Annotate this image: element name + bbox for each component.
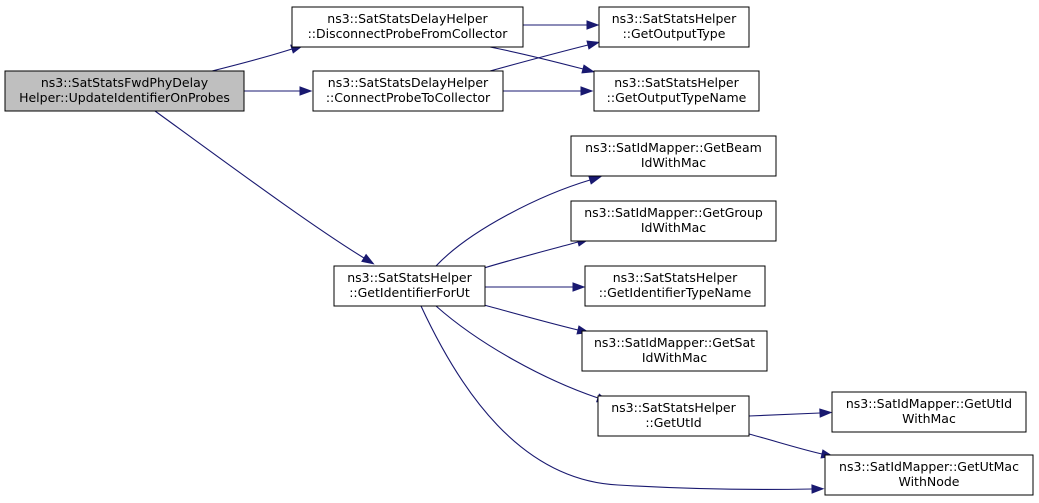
- node-label-line: ::GetUtId: [645, 415, 701, 430]
- node-label-line: ns3::SatStatsHelper: [347, 270, 472, 285]
- node-label-line: Helper::UpdateIdentifierOnProbes: [19, 90, 230, 105]
- edge-getIdentifierForUt-to-getIdentifierTypeName: [485, 282, 586, 292]
- edge-getIdentifierForUt-to-getGroupIdWithMac: [483, 237, 591, 269]
- node-getOutputType[interactable]: ns3::SatStatsHelper::GetOutputType: [598, 6, 750, 48]
- edge-line: [211, 48, 293, 72]
- node-label-line: ns3::SatStatsDelayHelper: [327, 11, 488, 26]
- edge-line: [748, 433, 823, 455]
- edge-connect-to-getOutputType: [489, 40, 601, 72]
- node-label-line: ns3::SatStatsHelper: [612, 11, 737, 26]
- node-box: [597, 395, 750, 437]
- edge-line: [489, 46, 584, 70]
- node-getUtId[interactable]: ns3::SatStatsHelper::GetUtId: [597, 395, 750, 437]
- node-box: [291, 6, 524, 48]
- node-getIdentifierTypeName[interactable]: ns3::SatStatsHelper::GetIdentifierTypeNa…: [584, 265, 766, 307]
- node-box: [598, 6, 750, 48]
- arrowhead-icon: [580, 86, 594, 96]
- node-label-line: ::GetIdentifierTypeName: [599, 285, 752, 300]
- edge-update-to-disconnect: [211, 44, 304, 72]
- node-label-line: IdWithMac: [641, 155, 706, 170]
- edge-getIdentifierForUt-to-getUtMacWithNode: [420, 305, 825, 494]
- node-label-line: IdWithMac: [641, 220, 706, 235]
- node-label-line: ns3::SatStatsHelper: [611, 400, 736, 415]
- node-box: [570, 200, 777, 242]
- arrowhead-icon: [572, 282, 586, 292]
- arrowhead-icon: [361, 253, 375, 265]
- node-label-line: ns3::SatIdMapper::GetBeam: [585, 140, 762, 155]
- node-disconnect[interactable]: ns3::SatStatsDelayHelper::DisconnectProb…: [291, 6, 524, 48]
- node-label-line: ns3::SatIdMapper::GetSat: [594, 335, 755, 350]
- edge-line: [435, 179, 591, 267]
- node-box: [4, 70, 245, 112]
- node-label-line: ::GetOutputTypeName: [607, 90, 747, 105]
- node-box: [584, 265, 766, 307]
- node-label-line: IdWithMac: [642, 350, 707, 365]
- node-box: [831, 391, 1027, 433]
- node-label-line: ns3::SatIdMapper::GetGroup: [584, 205, 763, 220]
- arrowhead-icon: [581, 64, 596, 74]
- node-box: [333, 265, 486, 307]
- node-box: [581, 330, 768, 372]
- arrowhead-icon: [588, 175, 602, 185]
- node-getOutputTypeName[interactable]: ns3::SatStatsHelper::GetOutputTypeName: [593, 70, 760, 112]
- node-label-line: ns3::SatStatsDelayHelper: [328, 75, 489, 90]
- arrowhead-icon: [819, 408, 833, 418]
- edge-getUtId-to-getUtMacWithNode: [748, 433, 835, 459]
- edge-line: [435, 305, 599, 399]
- node-label-line: ::GetIdentifierForUt: [349, 285, 470, 300]
- arrowhead-icon: [586, 40, 601, 50]
- edge-getUtId-to-getUtIdWithMac: [748, 408, 833, 418]
- arrowhead-icon: [299, 86, 313, 96]
- nodes-layer: ns3::SatStatsFwdPhyDelayHelper::UpdateId…: [4, 6, 1034, 496]
- node-box: [824, 454, 1034, 496]
- edge-getIdentifierForUt-to-getSatIdWithMac: [483, 304, 591, 335]
- node-label-line: ns3::SatIdMapper::GetUtId: [846, 396, 1012, 411]
- edge-disconnect-to-getOutputType: [523, 20, 600, 30]
- node-label-line: WithNode: [898, 474, 959, 489]
- node-label-line: ns3::SatStatsFwdPhyDelay: [41, 75, 209, 90]
- node-update[interactable]: ns3::SatStatsFwdPhyDelayHelper::UpdateId…: [4, 70, 245, 112]
- node-label-line: ::GetOutputType: [623, 26, 726, 41]
- edges-layer: [154, 20, 835, 494]
- node-label-line: ::ConnectProbeToCollector: [326, 90, 491, 105]
- edge-line: [483, 241, 579, 269]
- edge-update-to-getIdentifierForUt: [154, 110, 375, 265]
- edge-line: [154, 110, 365, 259]
- arrowhead-icon: [811, 484, 825, 494]
- node-label-line: WithMac: [902, 411, 956, 426]
- edge-getIdentifierForUt-to-getBeamIdWithMac: [435, 175, 602, 267]
- edge-update-to-connect: [244, 86, 313, 96]
- arrowhead-icon: [586, 20, 600, 30]
- node-label-line: ns3::SatStatsHelper: [614, 75, 739, 90]
- edge-line: [489, 44, 589, 72]
- node-box: [570, 135, 777, 177]
- edge-line: [420, 305, 813, 491]
- node-connect[interactable]: ns3::SatStatsDelayHelper::ConnectProbeTo…: [312, 70, 504, 112]
- node-box: [593, 70, 760, 112]
- edge-disconnect-to-getOutputTypeName: [489, 46, 596, 74]
- node-label-line: ns3::SatIdMapper::GetUtMac: [839, 459, 1019, 474]
- edge-line: [748, 412, 821, 417]
- node-label-line: ns3::SatStatsHelper: [613, 270, 738, 285]
- node-box: [312, 70, 504, 112]
- node-getIdentifierForUt[interactable]: ns3::SatStatsHelper::GetIdentifierForUt: [333, 265, 486, 307]
- node-label-line: ::DisconnectProbeFromCollector: [308, 26, 509, 41]
- edge-line: [483, 304, 579, 331]
- edge-connect-to-getOutputTypeName: [503, 86, 594, 96]
